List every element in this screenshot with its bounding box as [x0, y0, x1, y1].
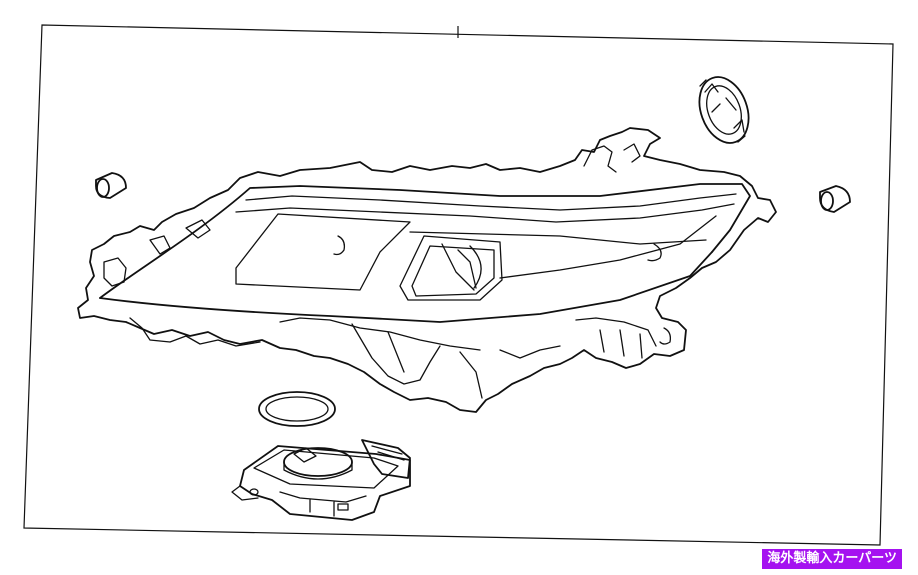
left-cap-part — [95, 172, 127, 199]
ballast-control-module-part — [231, 439, 411, 521]
bulb-retainer-ring-part — [698, 76, 750, 144]
headlamp-assembly — [77, 127, 777, 413]
right-cap-part — [819, 185, 851, 213]
diagram-frame — [23, 24, 894, 546]
watermark-label: 海外製輸入カーパーツ — [762, 549, 902, 569]
gasket-o-ring-part — [258, 391, 336, 427]
